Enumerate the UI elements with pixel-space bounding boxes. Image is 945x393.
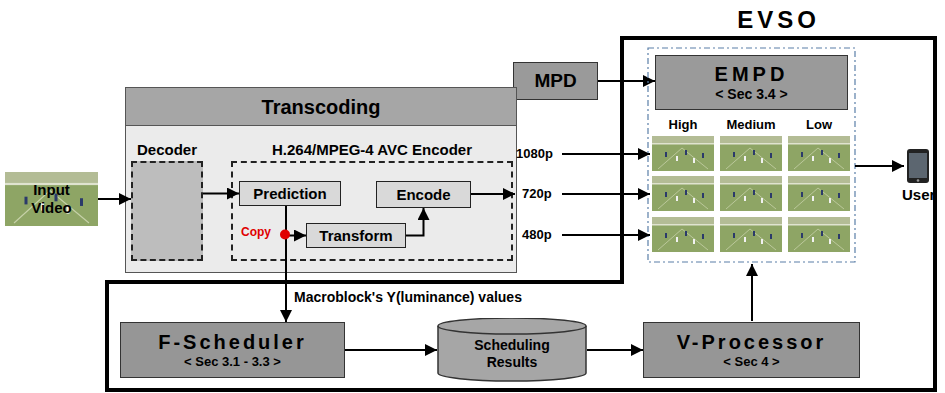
quality-label: Low — [806, 117, 832, 133]
cylinder-rim — [438, 326, 586, 334]
video-image — [5, 172, 98, 226]
decoder-box: Decoder — [131, 139, 203, 261]
connector-arrow — [203, 193, 239, 195]
connector-arrow — [98, 198, 131, 200]
video-thumbnail — [652, 217, 714, 252]
video-thumbnail — [652, 136, 714, 171]
delivery-arrow — [855, 165, 904, 167]
phone-screen — [909, 153, 927, 178]
output-arrow — [562, 193, 650, 195]
node-label: Transcoding — [262, 95, 381, 119]
resolution-label: 720p — [522, 186, 552, 202]
video-thumbnail: Input Video — [5, 172, 98, 226]
output-arrow — [471, 193, 515, 195]
connector-arrow — [286, 206, 306, 236]
module-box: EMPD< Sec 3.4 > — [655, 55, 848, 110]
heading-area: EVSO — [622, 5, 935, 35]
dashed-frame — [231, 161, 513, 261]
process-box: Prediction — [239, 181, 341, 206]
quality-label: High — [669, 117, 698, 133]
connector-arrow — [587, 349, 643, 351]
node-label: Transform — [319, 227, 392, 245]
node-label: EMPD — [715, 62, 789, 86]
connector-arrow — [598, 80, 655, 82]
node-label: Prediction — [253, 185, 326, 203]
resolution-label: 480p — [522, 227, 552, 243]
node-label: Decoder — [137, 141, 197, 159]
boundary-line — [107, 38, 935, 390]
phone-icon — [907, 149, 929, 183]
module-box: V-Processor< Sec 4 > — [643, 322, 860, 378]
video-thumbnail — [652, 176, 714, 211]
phone-button — [917, 179, 920, 182]
copy-point — [280, 230, 290, 240]
video-thumbnail — [788, 136, 850, 171]
video-thumbnail — [720, 217, 782, 252]
output-panel — [648, 48, 855, 262]
database-cylinder: Scheduling Results — [437, 318, 587, 382]
node-label: Scheduling Results — [462, 337, 562, 371]
node-label: H.264/MPEG-4 AVC Encoder — [272, 141, 472, 159]
header-bar: Transcoding — [126, 88, 516, 126]
output-arrow — [562, 153, 650, 155]
node-label: MPD — [534, 70, 576, 93]
quality-label: Medium — [726, 117, 775, 133]
process-box: Transform — [306, 223, 406, 248]
cylinder-body — [438, 318, 586, 381]
resolution-label: 1080p — [516, 146, 553, 162]
transcoding-box: DecoderPrediction EncodeTransform H.264/MP… — [125, 87, 517, 273]
node-label: Input Video — [24, 181, 79, 217]
node-label: Encode — [396, 186, 450, 204]
node-label: F-Scheduler — [158, 330, 307, 354]
section-note: < Sec 3.4 > — [715, 86, 787, 103]
heading-area: H.264/MPEG-4 AVC Encoder — [211, 139, 533, 161]
annotation: Copy — [241, 225, 271, 239]
output-arrow — [562, 234, 650, 236]
dashed-frame — [131, 161, 203, 261]
connector-arrow — [285, 206, 287, 322]
heading-area: Decoder — [111, 139, 223, 161]
process-arrow — [751, 264, 753, 321]
section-note: < Sec 4 > — [723, 354, 779, 370]
device-label: User — [902, 186, 935, 204]
input-box: MPD — [513, 62, 598, 100]
module-box: F-Scheduler< Sec 3.1 - 3.3 > — [120, 322, 345, 378]
connector-arrow — [345, 349, 437, 351]
node-label: EVSO — [737, 6, 820, 35]
node-label: V-Processor — [677, 330, 827, 354]
process-box: Encode — [376, 181, 471, 208]
edge-label: Macroblock's Y(luminance) values — [292, 289, 524, 306]
encoder-box: Prediction EncodeTransform H.264/MPEG-4 AV… — [231, 139, 513, 261]
connector-arrow — [406, 208, 424, 236]
video-thumbnail — [788, 217, 850, 252]
video-thumbnail — [720, 136, 782, 171]
section-note: < Sec 3.1 - 3.3 > — [184, 354, 281, 370]
video-thumbnail — [788, 176, 850, 211]
video-thumbnail — [720, 176, 782, 211]
